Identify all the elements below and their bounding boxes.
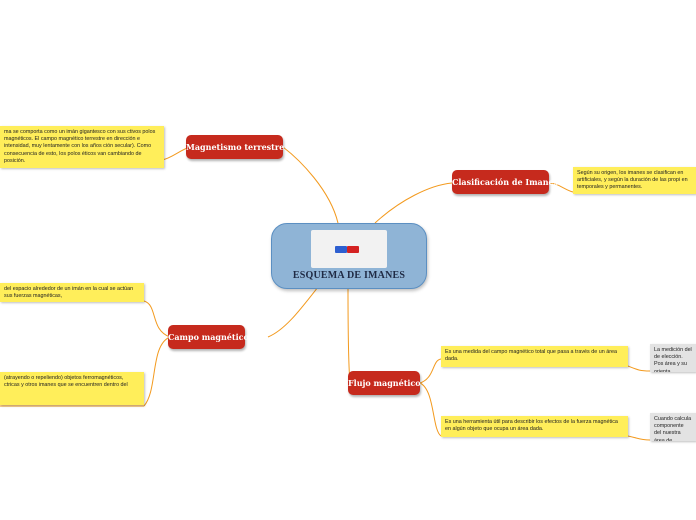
note-magnetismo: ma se comporta como un imán gigantesco c… <box>0 126 164 168</box>
note-flujo-herramienta: Es una herramienta útil para describir l… <box>441 416 628 437</box>
note-campo-atrae: (atrayendo o repeliendo) objetos ferroma… <box>0 372 144 405</box>
note-campo-region: del espacio alrededor de un imán en la c… <box>0 283 144 302</box>
magnet-blue-pole <box>335 246 347 253</box>
central-title: ESQUEMA DE IMANES <box>272 270 426 281</box>
topic-campo-magnetico[interactable]: Campo magnético <box>168 325 245 349</box>
magnet-red-pole <box>347 246 359 253</box>
magnet-image <box>311 230 387 268</box>
note-flujo-medida: Es una medida del campo magnético total … <box>441 346 628 367</box>
note-flujo-medicion: La medición del de elección. Pos área y … <box>650 344 696 372</box>
note-clasificacion: Según su origen, los imanes se clasifica… <box>573 167 696 194</box>
topic-clasificacion-imanes[interactable]: Clasificación de Imanes <box>452 170 549 194</box>
topic-magnetismo-terrestre[interactable]: Magnetismo terrestre <box>186 135 283 159</box>
central-topic[interactable]: ESQUEMA DE IMANES <box>271 223 427 289</box>
topic-flujo-magnetico[interactable]: Flujo magnético <box>348 371 420 395</box>
note-flujo-calcula: Cuando calcula componente del nuestra ár… <box>650 413 696 441</box>
